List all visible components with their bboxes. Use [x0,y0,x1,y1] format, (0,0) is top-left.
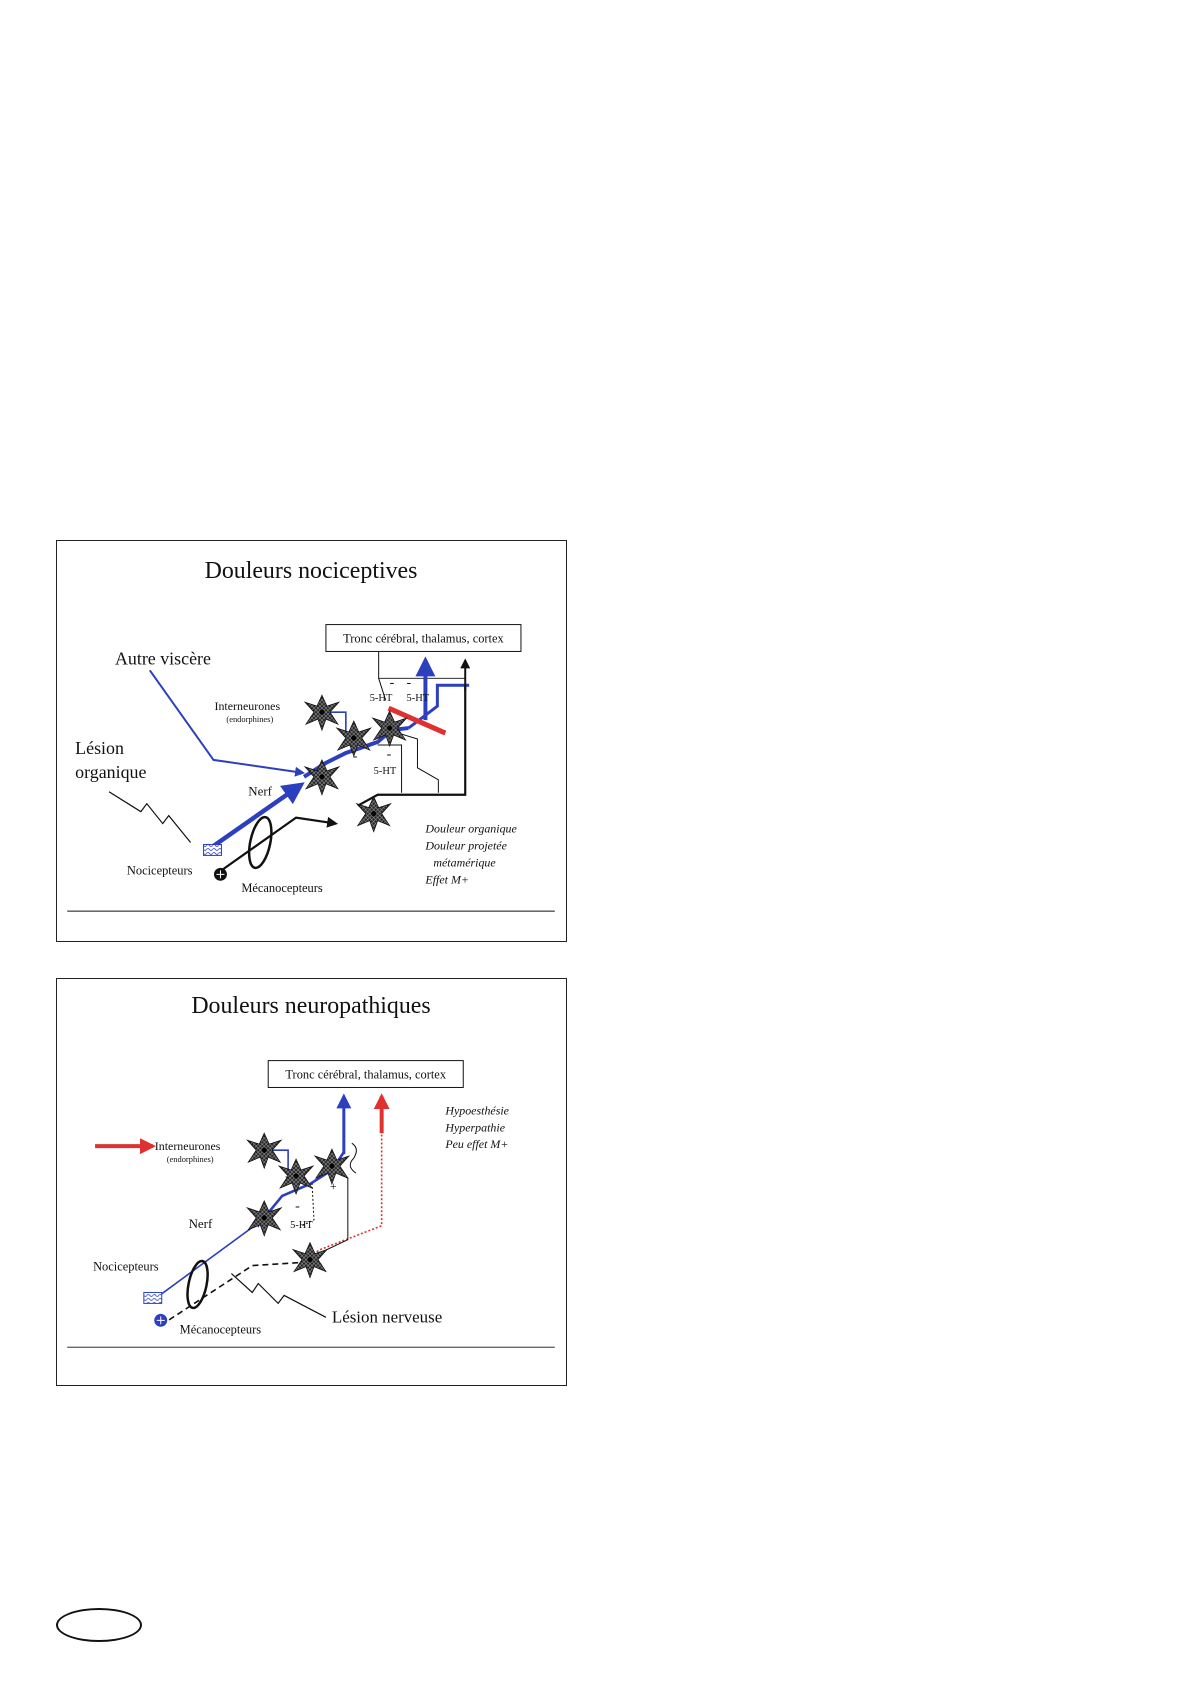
mechanoceptors-label: Mécanocepteurs [241,881,323,895]
descending-inhibit-1 [377,744,403,793]
spinal-neuron-black [292,1242,328,1279]
sprouting-link-1 [309,1170,349,1259]
endorphins-label: (endorphines) [226,714,273,724]
other-viscera-label: Autre viscère [115,648,211,668]
slide-title: Douleurs nociceptives [205,558,418,584]
brain-target-box [325,624,522,652]
ascending-blue-path [407,683,470,730]
serotonin-label-b: 5-HT [407,693,430,704]
note-2: Douleur projetée [424,838,507,852]
nociceptor-receptor [203,843,222,856]
brain-target-label: Tronc cérébral, thalamus, cortex [285,1068,446,1082]
mechanoceptor-grid [156,1316,165,1325]
lesion-zigzag [108,791,192,843]
interneurons-label: Interneurones [155,1139,221,1153]
nerve-label: Nerf [189,1216,213,1231]
page-number-oval [56,1608,142,1642]
nociceptive-pain-slide: Douleurs nociceptives Tronc cérébral, th… [56,540,567,942]
nociceptors-label: Nocicepteurs [93,1260,159,1274]
nociceptor-afferent [156,1219,263,1299]
minus-sign-2: - [295,1199,300,1214]
organic-lesion-label-line1: Lésion [75,738,124,758]
plus-sign: + [330,1179,337,1193]
note-1: Hypoesthésie [444,1103,509,1117]
spinal-neuron-blue [304,759,340,796]
nociceptive-diagram: Douleurs nociceptives Tronc cérébral, th… [67,558,555,912]
note-1: Douleur organique [424,822,517,836]
minus-sign-1: - [390,675,395,690]
serotonin-dotted-link [301,1182,315,1227]
spinal-neuron-black [356,796,392,833]
nociceptor-afferent [207,782,305,852]
endorphins-label: (endorphines) [167,1154,214,1164]
serotonin-label-c: 5-HT [374,766,397,777]
serotonin-label-a: 5-HT [370,693,393,704]
serotonin-label: 5-HT [290,1220,313,1231]
slide-title: Douleurs neuropathiques [191,993,430,1019]
descending-inhibit-2 [391,730,439,793]
note-2: Hyperpathie [444,1120,505,1134]
mechanoceptors-label: Mécanocepteurs [180,1322,262,1336]
minus-sign-5: - [387,747,392,762]
nociceptor-receptor [143,1291,163,1304]
nerve-lesion-label: Lésion nerveuse [332,1307,442,1326]
mechanoceptor-grid [216,870,225,879]
minus-sign-2: - [407,675,412,690]
brain-target-label: Tronc cérébral, thalamus, cortex [343,631,504,645]
minus-sign-4: - [353,749,358,764]
red-dotted-pathway [299,1096,383,1264]
organic-lesion-label-line2: organique [75,762,146,782]
nerve-ring [247,815,273,870]
red-inhibition-bar [387,705,447,736]
nerve-ring [186,1259,209,1310]
brain-target-box [267,1060,464,1088]
interneurons-label: Interneurones [214,699,280,713]
interneuron-link [322,711,347,738]
note-3: métamérique [433,855,496,869]
black-ascending-path [357,686,467,807]
spinal-neuron-blue [246,1200,282,1237]
nociceptors-label: Nocicepteurs [127,863,193,877]
mechanoceptor-afferent [220,816,339,872]
neuropathic-diagram: Douleurs neuropathiques Tronc cérébral, … [67,993,555,1348]
note-3: Peu effet M+ [444,1137,508,1151]
note-4: Effet M+ [424,872,469,886]
other-viscera-pathway [148,669,306,777]
nerve-lesion-zigzag [230,1273,327,1318]
sprouting-curl [349,1142,357,1174]
relay-neuron-1 [336,720,372,757]
descending-inhibit-3 [378,678,387,701]
nerve-label: Nerf [248,784,272,799]
mechanoceptor-afferent-dashed [160,1261,301,1326]
neuropathic-pain-slide: Douleurs neuropathiques Tronc cérébral, … [56,978,567,1386]
